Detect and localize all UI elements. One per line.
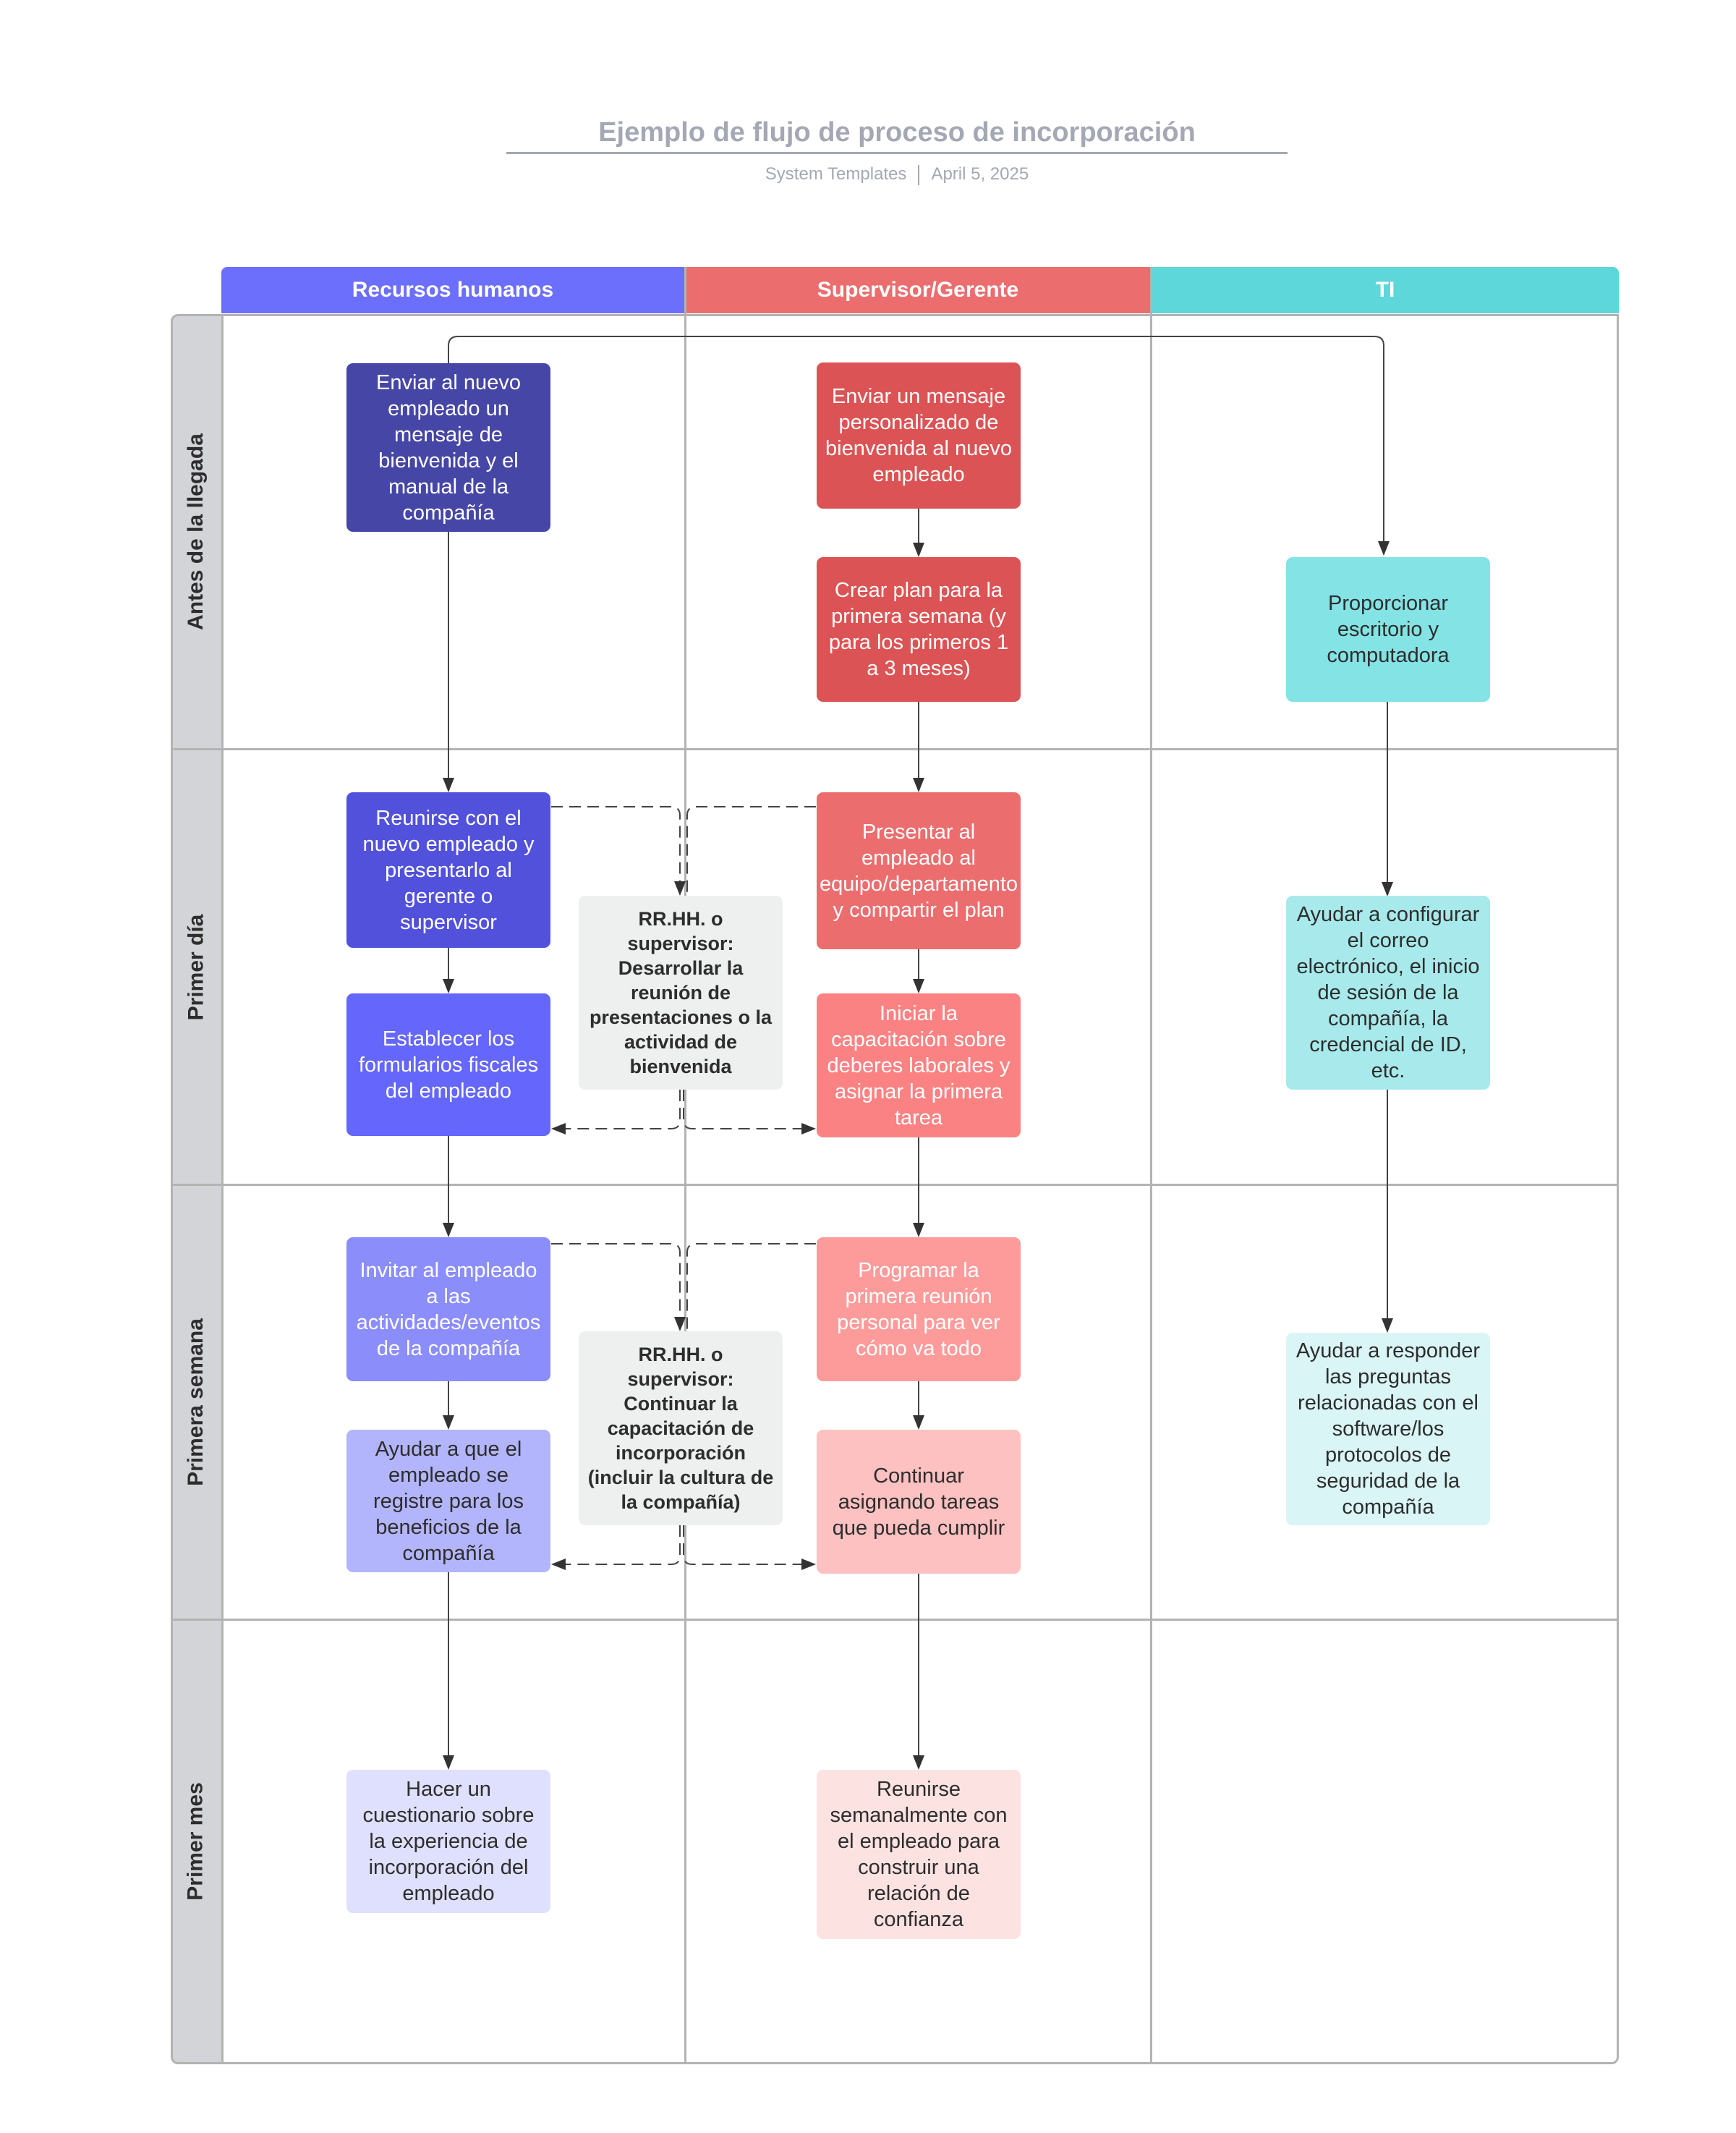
phase-divider: [171, 748, 1619, 750]
node-it-questions[interactable]: Ayudar a responder las preguntas relacio…: [1286, 1333, 1490, 1525]
dashed-shared-to-hr-benefits: [551, 1525, 681, 1570]
dashed-sup-present-to-shared: [686, 806, 816, 894]
node-shared-intro[interactable]: RR.HH. o supervisor: Desarrollar la reun…: [579, 896, 783, 1090]
node-sup-training[interactable]: Iniciar la capacitación sobre deberes la…: [817, 993, 1021, 1137]
node-sup-present[interactable]: Presentar al empleado al equipo/departam…: [817, 792, 1021, 949]
node-hr-welcome[interactable]: Enviar al nuevo empleado un mensaje de b…: [346, 363, 550, 532]
dashed-shared-to-sup-training: [683, 1090, 816, 1135]
lane-divider: [684, 267, 686, 2064]
dashed-hr-events-to-shared: [551, 1243, 686, 1331]
node-hr-survey[interactable]: Hacer un cuestionario sobre la experienc…: [346, 1770, 550, 1913]
node-hr-tax[interactable]: Establecer los formularios fiscales del …: [346, 993, 550, 1136]
title-underline: [506, 152, 1288, 154]
dashed-sup-schedule-to-shared: [686, 1243, 816, 1330]
phase-divider: [171, 1184, 1619, 1186]
node-hr-benefits[interactable]: Ayudar a que el empleado se registre par…: [346, 1430, 550, 1572]
node-sup-welcome[interactable]: Enviar un mensaje personalizado de bienv…: [817, 362, 1021, 509]
node-sup-weekly[interactable]: Reunirse semanalmente con el empleado pa…: [817, 1770, 1021, 1939]
node-hr-meet[interactable]: Reunirse con el nuevo empleado y present…: [346, 792, 550, 948]
document-meta: System Templates April 5, 2025: [506, 162, 1288, 187]
date-label: April 5, 2025: [931, 164, 1029, 184]
node-it-email[interactable]: Ayudar a configurar el correo electrónic…: [1286, 896, 1490, 1090]
lane-header-it[interactable]: TI: [1152, 267, 1619, 313]
lane-divider: [1150, 267, 1152, 2064]
lane-header-supervisor[interactable]: Supervisor/Gerente: [684, 267, 1152, 313]
node-sup-schedule[interactable]: Programar la primera reunión personal pa…: [817, 1237, 1021, 1381]
dashed-shared-to-hr-tax: [551, 1090, 681, 1135]
connector-hr-to-it: [448, 336, 1390, 556]
node-sup-plan[interactable]: Crear plan para la primera semana (y par…: [817, 557, 1021, 702]
swimlane-grid: [221, 314, 1619, 2064]
node-sup-tasks[interactable]: Continuar asignando tareas que pueda cum…: [817, 1430, 1021, 1574]
phase-sidebar: [171, 314, 221, 2064]
author-label: System Templates: [765, 164, 907, 184]
dashed-hr-meet-to-shared: [551, 806, 686, 896]
page-title: Ejemplo de flujo de proceso de incorpora…: [598, 117, 1196, 148]
lane-header-hr[interactable]: Recursos humanos: [221, 267, 684, 313]
node-shared-training[interactable]: RR.HH. o supervisor: Continuar la capaci…: [579, 1331, 783, 1525]
node-hr-events[interactable]: Invitar al empleado a las actividades/ev…: [346, 1237, 550, 1381]
node-it-desk[interactable]: Proporcionar escritorio y computadora: [1286, 557, 1490, 702]
phase-divider: [171, 1619, 1619, 1621]
meta-separator: [918, 164, 920, 185]
dashed-shared-to-sup-tasks: [683, 1525, 816, 1570]
